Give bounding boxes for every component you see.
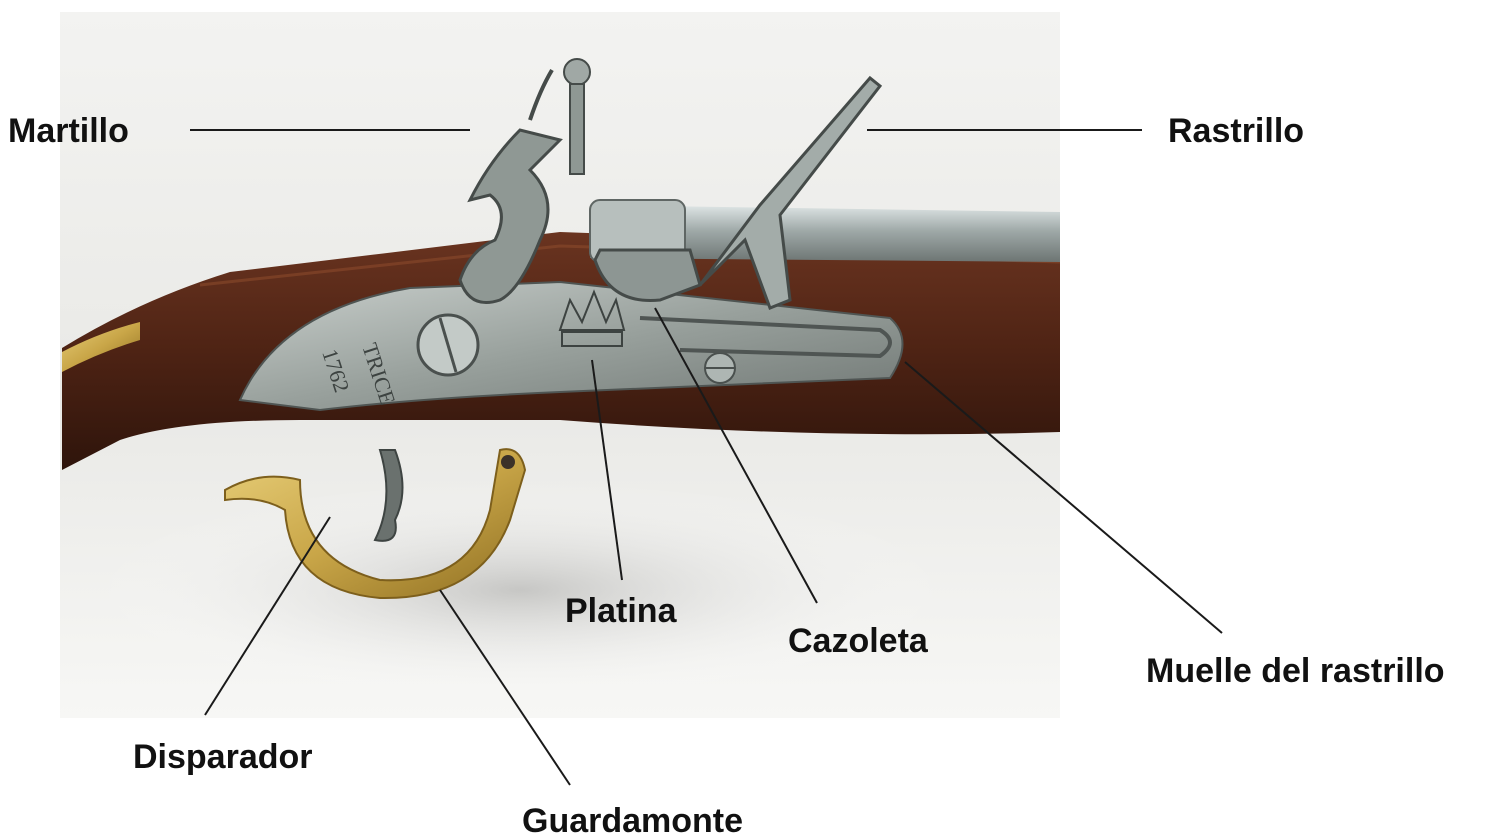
hammer-jaw-shaft — [570, 84, 584, 174]
lock-screw-icon — [418, 315, 478, 375]
photo-shadow — [90, 480, 950, 700]
label-guardamonte: Guardamonte — [522, 802, 743, 839]
guard-screw-icon — [501, 455, 515, 469]
hammer-jaw-screw-icon — [564, 59, 590, 85]
label-martillo: Martillo — [8, 112, 129, 150]
label-disparador: Disparador — [133, 738, 313, 776]
label-cazoleta: Cazoleta — [788, 622, 929, 660]
side-screw-icon — [705, 353, 735, 383]
label-rastrillo: Rastrillo — [1168, 112, 1304, 150]
label-platina: Platina — [565, 592, 678, 630]
label-muelle: Muelle del rastrillo — [1146, 652, 1445, 690]
